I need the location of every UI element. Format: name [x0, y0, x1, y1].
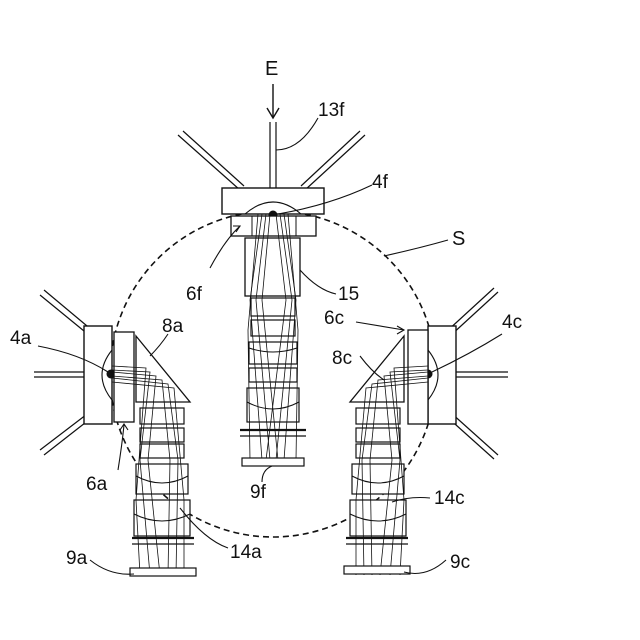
label-14a: 14a: [230, 542, 262, 564]
label-9c: 9c: [450, 552, 470, 574]
label-6f: 6f: [186, 284, 202, 306]
label-4a: 4a: [10, 328, 31, 350]
label-6c: 6c: [324, 308, 344, 330]
label-9f: 9f: [250, 482, 266, 504]
top-optical-unit: [178, 84, 365, 466]
label-4c: 4c: [502, 312, 522, 334]
label-s: S: [452, 228, 465, 251]
label-13f: 13f: [318, 100, 344, 122]
label-4f: 4f: [372, 172, 388, 194]
label-15: 15: [338, 284, 359, 306]
right-optical-unit: [344, 288, 508, 575]
label-14c: 14c: [434, 488, 465, 510]
label-9a: 9a: [66, 548, 87, 570]
label-6a: 6a: [86, 474, 107, 496]
label-e: E: [265, 58, 278, 81]
label-8c: 8c: [332, 348, 352, 370]
label-8a: 8a: [162, 316, 183, 338]
